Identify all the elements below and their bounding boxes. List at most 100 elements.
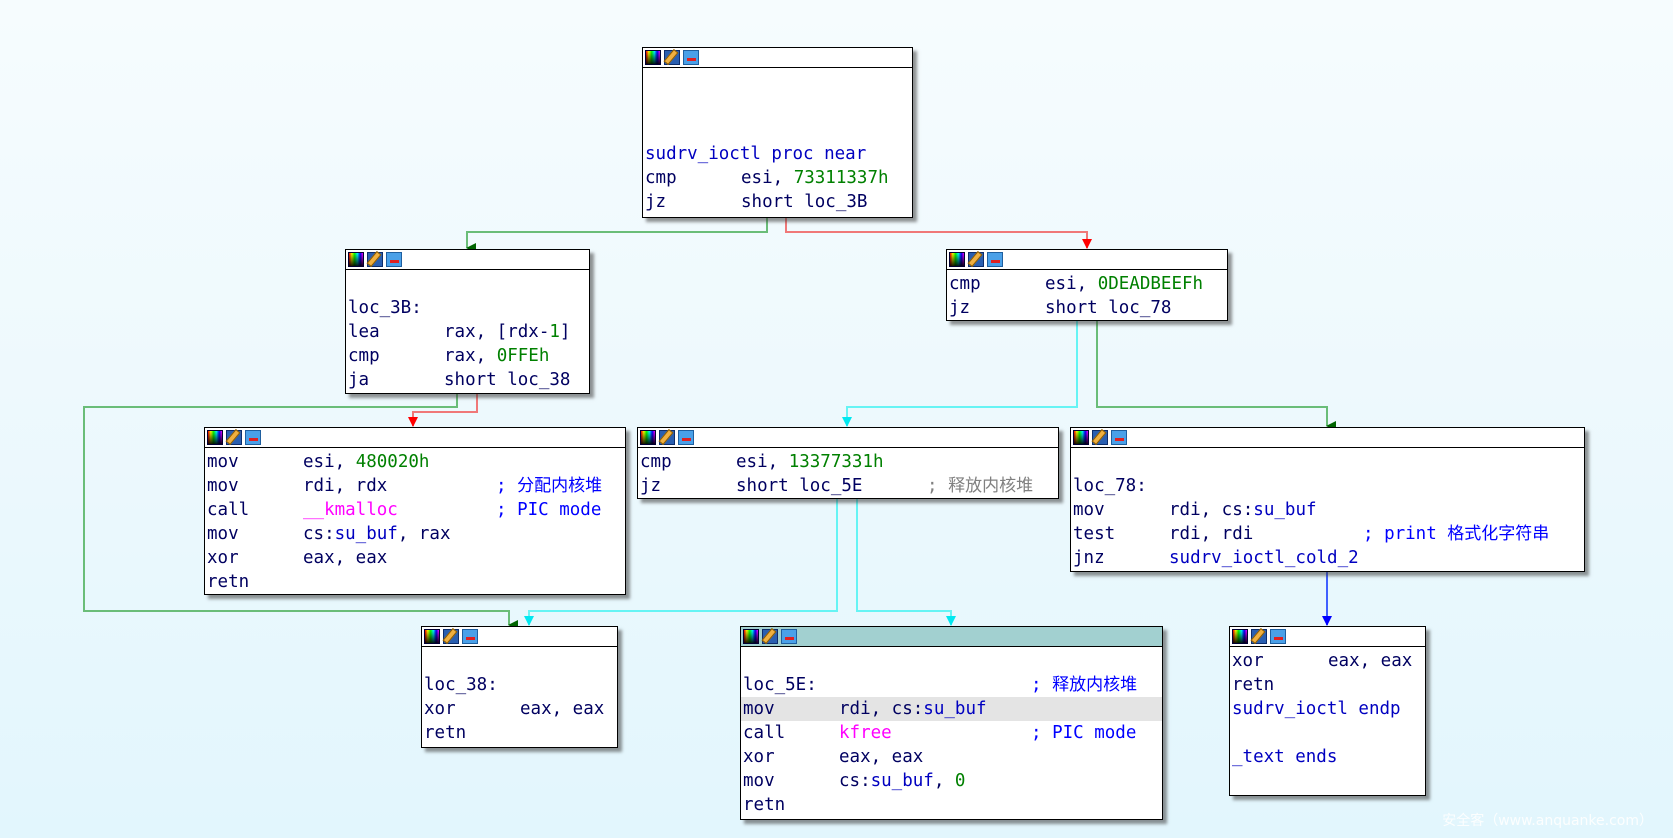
color-palette-icon[interactable] [207,430,223,445]
mnemonic: mov [743,771,775,791]
rename-pencil-icon[interactable] [762,629,778,644]
color-palette-icon[interactable] [424,629,440,644]
edge-cmp13377331-to-loc-38 [524,498,838,626]
color-palette-icon[interactable] [1232,629,1248,644]
color-palette-icon[interactable] [645,50,661,65]
node-header[interactable] [205,428,625,448]
operand-tail: , rax [397,524,451,544]
mnemonic: retn [207,572,250,592]
color-palette-icon[interactable] [949,252,965,267]
instruction-line[interactable]: retn [424,721,617,745]
global-variable[interactable]: su_buf [334,524,398,544]
operand: rdi, cs: [839,699,924,719]
node-header-selected[interactable] [741,627,1162,647]
edge-entry-to-loc-3b [466,217,768,253]
instruction-line[interactable]: retn [1232,673,1425,697]
group-nodes-icon[interactable] [1270,629,1286,644]
jump-target[interactable]: short loc_5E [736,476,863,496]
node-header[interactable] [1071,428,1584,448]
color-palette-icon[interactable] [640,430,656,445]
rename-pencil-icon[interactable] [968,252,984,267]
rename-pencil-icon[interactable] [659,430,675,445]
operand: esi, [303,452,356,472]
jump-target[interactable]: short loc_38 [444,370,571,390]
color-palette-icon[interactable] [1073,430,1089,445]
group-nodes-icon[interactable] [987,252,1003,267]
operand: esi, [736,452,789,472]
instruction-line[interactable]: call__kmalloc; PIC mode [207,498,625,522]
group-nodes-icon[interactable] [1111,430,1127,445]
group-nodes-icon[interactable] [781,629,797,644]
proc-declaration: sudrv_ioctl proc near [645,144,867,164]
group-nodes-icon[interactable] [386,252,402,267]
immediate-value: 73311337h [793,168,889,188]
immediate-value: 480020h [355,452,430,472]
instruction-line[interactable]: retn [207,570,625,594]
rename-pencil-icon[interactable] [226,430,242,445]
global-variable[interactable]: su_buf [870,771,934,791]
rename-pencil-icon[interactable] [443,629,459,644]
group-nodes-icon[interactable] [683,50,699,65]
instruction-line[interactable]: mov esi, 480020h [207,450,625,474]
global-variable[interactable]: su_buf [1253,500,1317,520]
rename-pencil-icon[interactable] [1092,430,1108,445]
global-variable[interactable]: su_buf [923,699,987,719]
operand: rax, [rdx- [444,322,550,342]
color-palette-icon[interactable] [348,252,364,267]
jump-target[interactable]: short loc_3B [741,192,868,212]
node-header[interactable] [638,428,1058,448]
edge-deadbeef-to-cmp13377331 [842,320,1078,427]
node-header[interactable] [947,250,1227,270]
rename-pencil-icon[interactable] [1251,629,1267,644]
group-nodes-icon[interactable] [245,430,261,445]
imported-function[interactable]: kfree [839,723,892,743]
mnemonic: mov [207,452,239,472]
mnemonic: cmp [645,168,677,188]
group-nodes-icon[interactable] [462,629,478,644]
jump-target[interactable]: short loc_78 [1045,298,1172,318]
rename-pencil-icon[interactable] [664,50,680,65]
node-header[interactable] [1230,627,1425,647]
jump-target[interactable]: sudrv_ioctl_cold_2 [1169,548,1359,568]
rename-pencil-icon[interactable] [367,252,383,267]
instruction-line[interactable]: retn [743,793,1162,817]
node-header[interactable] [346,250,589,270]
imported-function[interactable]: __kmalloc [303,500,398,520]
node-header[interactable] [643,48,912,68]
operand: eax, eax [303,548,388,568]
color-palette-icon[interactable] [743,629,759,644]
group-nodes-icon[interactable] [678,430,694,445]
node-header[interactable] [422,627,617,647]
